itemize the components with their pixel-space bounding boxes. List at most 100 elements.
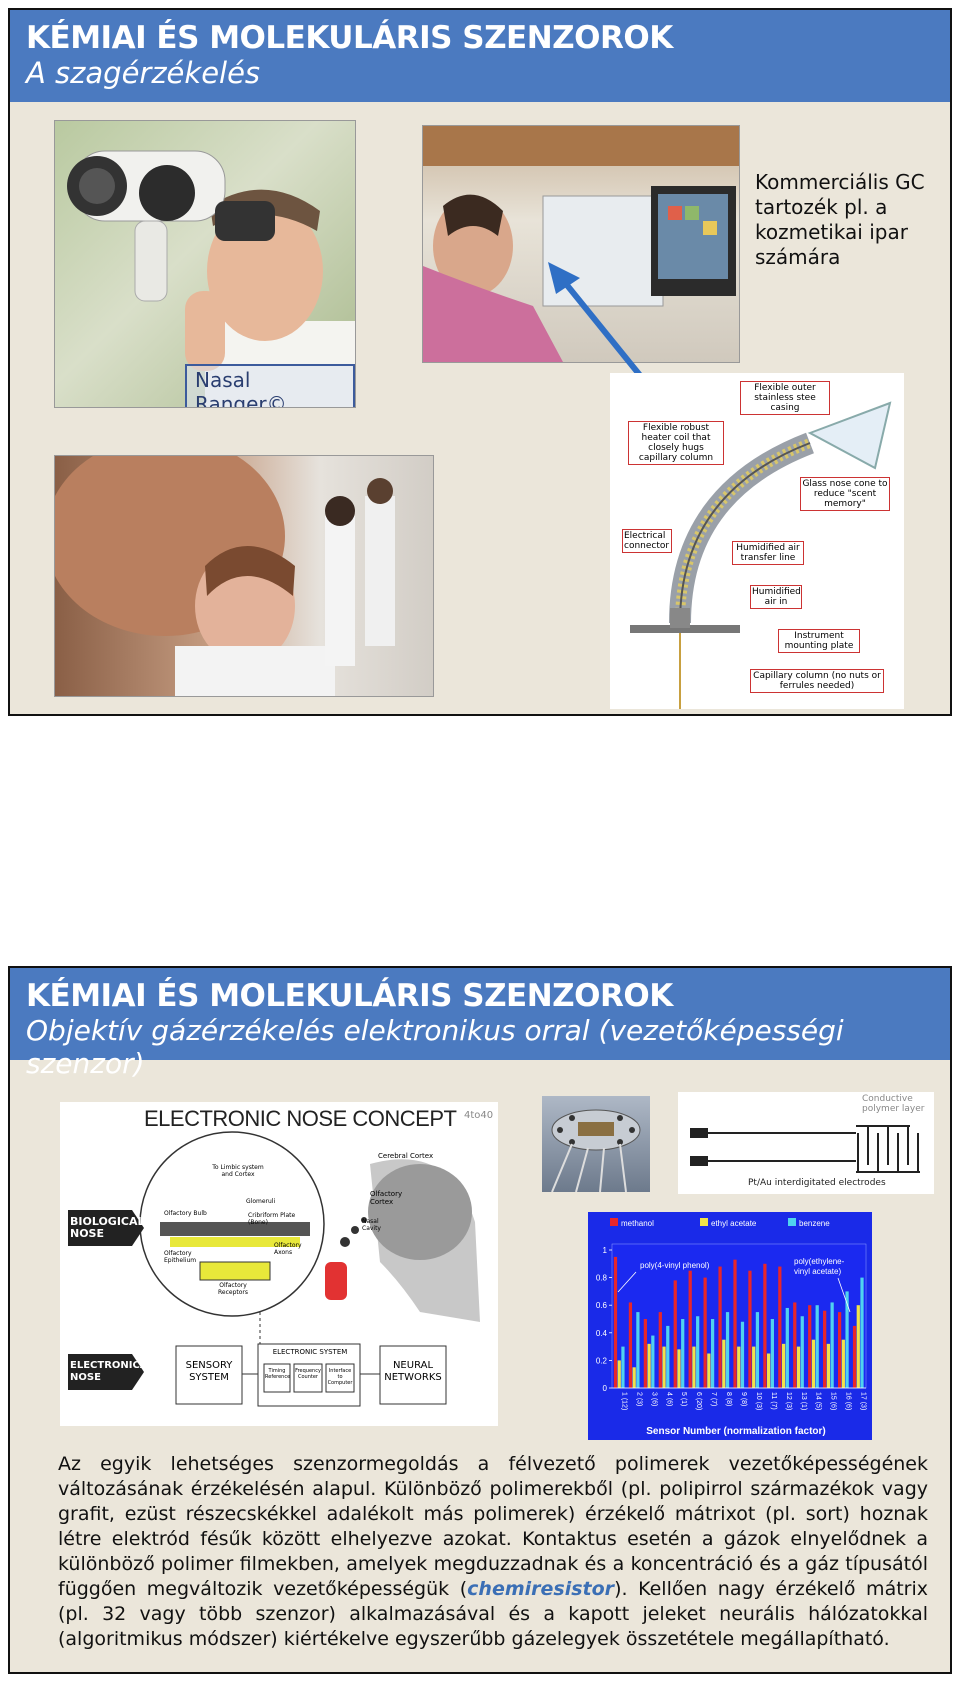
bar (692, 1346, 696, 1388)
bar (856, 1305, 860, 1388)
x-tick-label: 4 (6) (665, 1392, 672, 1406)
legend-label: methanol (621, 1219, 654, 1228)
bar (796, 1346, 801, 1388)
legend-label: ethyl acetate (711, 1219, 757, 1228)
x-tick-label: 16 (6) (845, 1392, 852, 1410)
x-tick-label: 13 (1) (800, 1392, 807, 1410)
description-paragraph: Az egyik lehetséges szenzormegoldás a fé… (58, 1452, 928, 1652)
paragraph-chemiresistor: chemiresistor (467, 1578, 615, 1600)
label-olfactory-epithelium: Olfactory Epithelium (164, 1250, 197, 1264)
concept-title: ELECTRONIC NOSE CONCEPT (144, 1106, 457, 1131)
gc-lab-illustration (423, 126, 739, 362)
bar (632, 1367, 636, 1388)
bar (613, 1256, 618, 1388)
smelling-panel-photo (54, 455, 434, 697)
label-humidified-in: Humidified air in (750, 585, 802, 609)
label-electronic-system: ELECTRONIC SYSTEM (272, 1348, 348, 1356)
bar (628, 1302, 633, 1388)
bar (755, 1312, 760, 1388)
legend-swatch (700, 1218, 708, 1226)
label-cribriform: Cribriform Plate (Bone) (248, 1212, 296, 1226)
bar (733, 1259, 737, 1388)
bar (673, 1280, 677, 1388)
slide-1-banner: KÉMIAI ÉS MOLEKULÁRIS SZENZOROK A szagér… (10, 10, 950, 102)
sniffer-port-diagram: Flexible outer stainless stee casing Fle… (610, 373, 904, 709)
bar (778, 1266, 782, 1388)
concept-svg (68, 1131, 480, 1407)
bar (781, 1343, 786, 1388)
y-tick-label: 0.8 (596, 1274, 608, 1283)
legend-label: benzene (799, 1219, 830, 1228)
bar (688, 1270, 692, 1388)
x-tick-label: 14 (5) (815, 1392, 822, 1410)
bar (681, 1319, 685, 1388)
y-tick-label: 0.4 (596, 1329, 608, 1338)
x-tick-label: 2 (3) (635, 1392, 642, 1406)
label-biological-nose: BIOLOGICAL NOSE (70, 1215, 145, 1240)
label-instrument-mounting: Instrument mounting plate (778, 629, 860, 653)
label-es-box-2: Frequency Counter (295, 1368, 321, 1380)
annotation-pointer (837, 1277, 851, 1313)
bar (852, 1325, 857, 1388)
gc-caption: Kommerciális GC tartozék pl. a kozmetika… (755, 170, 925, 269)
bar (845, 1291, 849, 1388)
bar (785, 1307, 789, 1388)
paragraph-text-before: Az egyik lehetséges szenzormegoldás a fé… (58, 1453, 928, 1600)
nasal-ranger-illustration (67, 150, 355, 407)
nasal-ranger-label: Nasal Ranger© (185, 364, 355, 407)
annotation-pointer (617, 1271, 637, 1293)
label-cerebral-cortex: Cerebral Cortex (378, 1152, 434, 1160)
bar (643, 1319, 647, 1388)
bar (793, 1302, 797, 1388)
concept-tag: 4to40 (464, 1110, 494, 1121)
nasal-ranger-photo: Nasal Ranger© (54, 120, 356, 408)
label-glomeruli: Glomeruli (246, 1198, 276, 1205)
x-tick-label: 17 (3) (860, 1392, 867, 1410)
bar (658, 1312, 662, 1388)
bar (666, 1325, 670, 1388)
label-es-box-3: Interface to Computer (327, 1368, 353, 1386)
bar (841, 1339, 845, 1388)
gc-lab-photo (422, 125, 740, 363)
bar (767, 1353, 771, 1388)
bar (770, 1319, 774, 1388)
annotation-label: poly(4-vinyl phenol) (640, 1261, 710, 1270)
bar (752, 1346, 756, 1388)
bar (860, 1277, 864, 1388)
x-tick-label: 12 (3) (785, 1392, 792, 1410)
bar (636, 1312, 640, 1388)
label-neural-networks: NEURAL NETWORKS (384, 1360, 442, 1383)
x-tick-label: 10 (3) (755, 1392, 762, 1410)
electronic-nose-concept: ELECTRONIC NOSE CONCEPT 4to40 BIOLO (60, 1102, 498, 1426)
sniffer-port-svg (630, 401, 892, 709)
bar (826, 1343, 831, 1388)
label-to-limbic: To Limbic system and Cortex (212, 1164, 264, 1178)
x-tick-label: 11 (7) (770, 1392, 777, 1410)
label-olfactory-receptors: Olfactory Receptors (217, 1282, 248, 1296)
annotation-label: vinyl acetate) (794, 1267, 841, 1276)
bar (710, 1319, 715, 1388)
x-tick-label: 8 (8) (725, 1392, 732, 1406)
bar (621, 1346, 625, 1388)
bar (737, 1346, 741, 1388)
smelling-panel-illustration (55, 456, 395, 696)
label-nasal-cavity: Nasal Cavity (362, 1218, 381, 1232)
bar (651, 1335, 655, 1388)
bar (811, 1339, 816, 1388)
x-tick-label: 3 (6) (650, 1392, 657, 1406)
y-tick-label: 0.2 (596, 1356, 608, 1365)
bar (617, 1360, 621, 1388)
slide-1-subtitle: A szagérzékelés (26, 56, 261, 90)
bar (763, 1263, 767, 1388)
label-capillary-column: Capillary column (no nuts or ferrules ne… (750, 669, 884, 693)
bar (662, 1346, 666, 1388)
label-electronical-nose: ELECTRONICAL NOSE (70, 1360, 154, 1383)
label-electrical-connector: Electrical connector (622, 529, 672, 553)
sensor-chip-photo (542, 1096, 650, 1192)
sensor-chip-svg (551, 1109, 641, 1192)
label-olfactory-axons: Olfactory Axons (274, 1242, 302, 1256)
x-tick-label: 9 (8) (740, 1392, 747, 1406)
electrodes-svg (690, 1125, 920, 1173)
